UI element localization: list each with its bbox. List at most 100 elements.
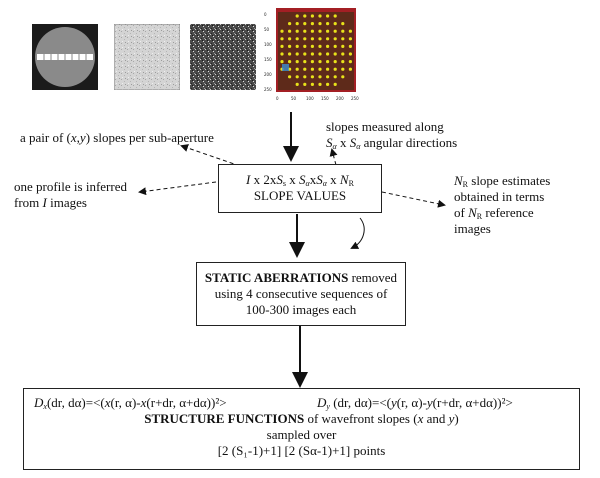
grid-tick-label-y: 200	[264, 72, 272, 77]
subaperture-dot	[303, 52, 307, 56]
grid-tick-label-y: 250	[264, 87, 272, 92]
subaperture-dot	[310, 22, 314, 26]
subaperture-dot	[310, 37, 314, 41]
grid-tick-label-x: 150	[321, 96, 329, 101]
subaperture-dot	[310, 75, 314, 79]
subaperture-dot	[303, 37, 307, 41]
pupil-image	[32, 24, 98, 90]
subaperture-dot	[348, 67, 352, 71]
subaperture-dot	[348, 52, 352, 56]
subaperture-dot	[341, 22, 345, 26]
subaperture-dot	[333, 29, 337, 33]
subaperture-dot	[295, 67, 299, 71]
subaperture-dot	[348, 60, 352, 64]
subaperture-dot	[280, 52, 284, 56]
static-aberrations-box: STATIC ABERRATIONS removed using 4 conse…	[196, 262, 406, 326]
subaperture-dot	[318, 37, 322, 41]
slope-formula: I x 2xSs x SαxSα x NR	[246, 172, 354, 188]
subaperture-dot	[310, 14, 314, 18]
subaperture-dot	[288, 37, 292, 41]
slope-values-box: I x 2xSs x SαxSα x NR SLOPE VALUES	[218, 164, 382, 213]
subaperture-dot	[303, 67, 307, 71]
subaperture-dot	[318, 82, 322, 86]
subaperture-dot	[333, 44, 337, 49]
subaperture-dot	[288, 60, 292, 64]
subaperture-dot	[295, 82, 299, 86]
subaperture-dot	[280, 60, 284, 64]
subaperture-dot	[295, 37, 299, 41]
subaperture-dot	[295, 14, 299, 18]
subaperture-dot	[318, 75, 322, 79]
subaperture-dot	[333, 52, 337, 56]
subaperture-dot	[326, 37, 330, 41]
note-slopes-per-subaperture: a pair of (x,y) slopes per sub-aperture	[20, 130, 214, 145]
subaperture-dot	[280, 37, 284, 41]
structure-functions-box: Dx(dr, dα)=<(x(r, α)-x(r+dr, α+dα))²> Dy…	[23, 388, 580, 470]
subaperture-dot	[303, 75, 307, 79]
subaperture-dot	[288, 22, 292, 26]
subaperture-dot	[318, 60, 322, 64]
subaperture-dot	[341, 37, 345, 41]
subaperture-dot	[326, 52, 330, 56]
subaperture-dot	[295, 52, 299, 56]
subaperture-dot	[326, 22, 330, 26]
subaperture-dot	[348, 37, 352, 41]
subaperture-dot	[318, 29, 322, 33]
subaperture-dot	[333, 22, 337, 26]
grid-tick-label-y: 100	[264, 42, 272, 47]
grid-tick-label-y: 150	[264, 57, 272, 62]
subaperture-dot	[326, 14, 330, 18]
subaperture-dot	[303, 22, 307, 26]
subaperture-dot	[310, 52, 314, 56]
subaperture-dot	[348, 44, 352, 49]
dx-formula: Dx(dr, dα)=<(x(r, α)-x(r+dr, α+dα))²>	[34, 395, 227, 411]
grid-tick-label-x: 200	[336, 96, 344, 101]
speckle-image-light	[114, 24, 180, 90]
subaperture-dot	[326, 67, 330, 71]
subaperture-dot	[310, 60, 314, 64]
subaperture-dot	[288, 29, 292, 33]
subaperture-dot	[303, 44, 307, 49]
subaperture-dot	[326, 29, 330, 33]
subaperture-dot	[333, 75, 337, 79]
subaperture-dot	[288, 52, 292, 56]
subaperture-dot	[341, 52, 345, 56]
subaperture-dot	[310, 82, 314, 86]
subaperture-dot	[341, 29, 345, 33]
subaperture-dot	[310, 67, 314, 71]
subaperture-dot	[341, 67, 345, 71]
subaperture-dot	[333, 37, 337, 41]
subaperture-dot	[295, 29, 299, 33]
subaperture-dot	[295, 75, 299, 79]
subaperture-dot	[295, 22, 299, 26]
slope-values-label: SLOPE VALUES	[253, 188, 347, 203]
grid-tick-label-x: 100	[306, 96, 314, 101]
subaperture-dot	[341, 44, 345, 49]
subaperture-dot	[280, 44, 284, 49]
subaperture-dot	[295, 44, 299, 49]
grid-tick-label-x: 50	[291, 96, 297, 101]
subaperture-dot	[341, 75, 345, 79]
subaperture-dot	[288, 44, 292, 49]
grid-tick-label-x: 0	[276, 96, 279, 101]
subaperture-dot	[318, 22, 322, 26]
subaperture-dot	[333, 14, 337, 18]
subaperture-dot	[303, 14, 307, 18]
note-angular-directions: slopes measured along Sα x Sα angular di…	[326, 119, 458, 151]
subaperture-dot	[295, 60, 299, 64]
grid-tick-label-y: 0	[264, 12, 267, 17]
subaperture-dot	[326, 44, 330, 49]
subaperture-dot	[333, 82, 337, 86]
subaperture-dot	[341, 60, 345, 64]
subaperture-dot	[333, 60, 337, 64]
subaperture-dot	[310, 44, 314, 49]
subaperture-dot	[280, 29, 284, 33]
subaperture-dot	[303, 29, 307, 33]
subaperture-dot	[303, 60, 307, 64]
subaperture-dot	[333, 67, 337, 71]
grid-tick-label-y: 50	[264, 27, 270, 32]
subaperture-dot	[318, 52, 322, 56]
subaperture-dot	[348, 29, 352, 33]
